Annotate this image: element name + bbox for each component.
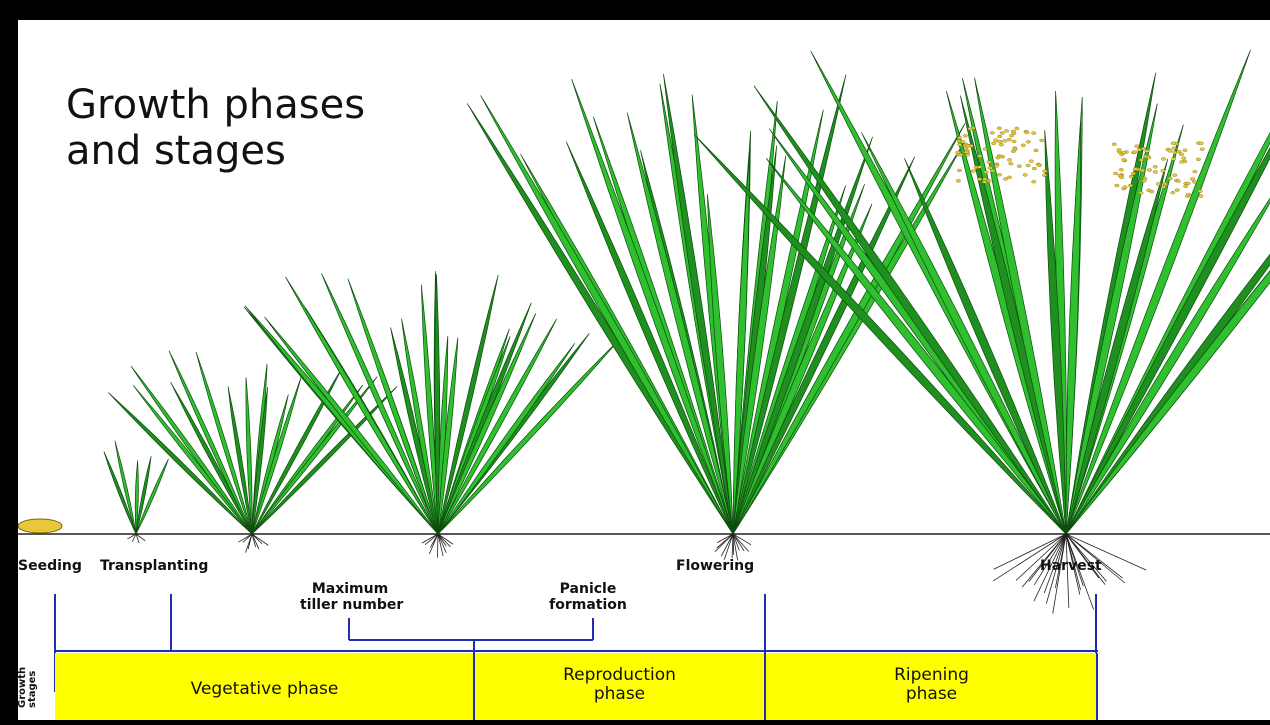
stage-seeding: Seeding [18, 558, 82, 574]
side-label-line2: stages [28, 667, 38, 708]
phase-vegetative-label: Vegetative phase [55, 680, 474, 699]
stage-maximum-tiller-line2: tiller number [300, 597, 400, 613]
stage-transplanting: Transplanting [100, 558, 208, 574]
phase-reproduction: Reproduction phase [474, 666, 765, 704]
stage-panicle-formation: Panicle formation [538, 581, 638, 613]
stage-harvest: Harvest [1040, 558, 1102, 574]
plants-group [104, 50, 1270, 614]
stage-panicle-line1: Panicle [538, 581, 638, 597]
phase-ripening: Ripening phase [765, 666, 1098, 704]
diagram-canvas: Growth phases and stages [18, 20, 1270, 720]
stage-panicle-line2: formation [538, 597, 638, 613]
plant-illustrations [18, 20, 1270, 720]
growth-stages-side-label: Growth stages [18, 667, 38, 708]
phase-reproduction-line1: Reproduction [474, 666, 765, 685]
phase-vegetative: Vegetative phase [55, 680, 474, 699]
phase-ripening-line2: phase [765, 685, 1098, 704]
stage-flowering: Flowering [676, 558, 754, 574]
phase-reproduction-line2: phase [474, 685, 765, 704]
seed-illustration [18, 519, 62, 533]
phase-ripening-line1: Ripening [765, 666, 1098, 685]
stage-maximum-tiller: Maximum tiller number [300, 581, 400, 613]
stage-maximum-tiller-line1: Maximum [300, 581, 400, 597]
